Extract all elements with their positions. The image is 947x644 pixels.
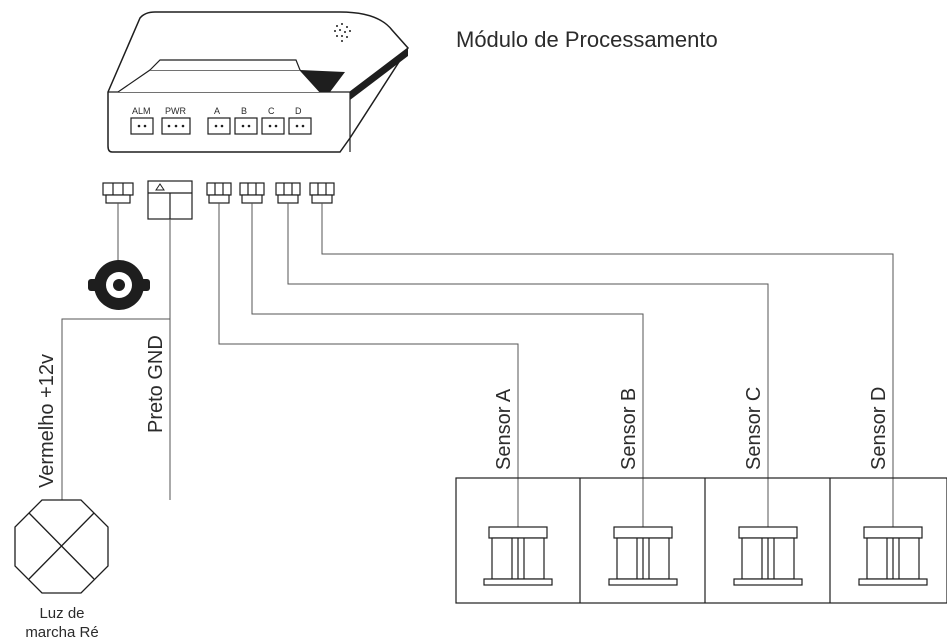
plug-c bbox=[275, 182, 301, 204]
red-wire-label: Vermelho +12v bbox=[36, 354, 58, 488]
cable-plugs bbox=[102, 180, 335, 220]
socket-a bbox=[207, 117, 231, 135]
sensor-panel bbox=[455, 477, 947, 604]
sensor-d-connector bbox=[858, 526, 928, 586]
sensor-b-label: Sensor B bbox=[618, 388, 640, 470]
sensor-a-label: Sensor A bbox=[493, 388, 515, 470]
plug-alm bbox=[102, 182, 134, 204]
reverse-light-label-line1: Luz de bbox=[39, 605, 84, 622]
port-label-a: A bbox=[214, 106, 220, 116]
plug-a bbox=[206, 182, 232, 204]
buzzer-icon bbox=[88, 203, 150, 310]
module-port-sockets bbox=[130, 117, 312, 135]
sensor-a-connector bbox=[483, 526, 553, 586]
sensor-wires bbox=[218, 203, 894, 527]
port-label-c: C bbox=[268, 106, 275, 116]
socket-d bbox=[288, 117, 312, 135]
port-label-b: B bbox=[241, 106, 247, 116]
socket-alm bbox=[130, 117, 154, 135]
plug-pwr bbox=[147, 180, 193, 220]
black-wire-label: Preto GND bbox=[145, 335, 167, 433]
power-wires bbox=[61, 219, 171, 500]
plug-d bbox=[309, 182, 335, 204]
reverse-light-label-line2: marcha Ré bbox=[25, 624, 98, 641]
module-port-labels: ALM PWR A B C D bbox=[132, 106, 302, 116]
sensor-c-label: Sensor C bbox=[743, 387, 765, 470]
sensor-b-connector bbox=[608, 526, 678, 586]
processing-module bbox=[107, 11, 409, 153]
port-label-d: D bbox=[295, 106, 302, 116]
diagram-title: Módulo de Processamento bbox=[456, 27, 718, 52]
speaker-grille-icon bbox=[334, 23, 351, 42]
socket-b bbox=[234, 117, 258, 135]
port-label-alm: ALM bbox=[132, 106, 151, 116]
sensor-c-connector bbox=[733, 526, 803, 586]
port-label-pwr: PWR bbox=[165, 106, 186, 116]
plug-b bbox=[239, 182, 265, 204]
socket-c bbox=[261, 117, 285, 135]
sensor-d-label: Sensor D bbox=[868, 387, 890, 470]
reverse-light-icon bbox=[14, 499, 109, 594]
